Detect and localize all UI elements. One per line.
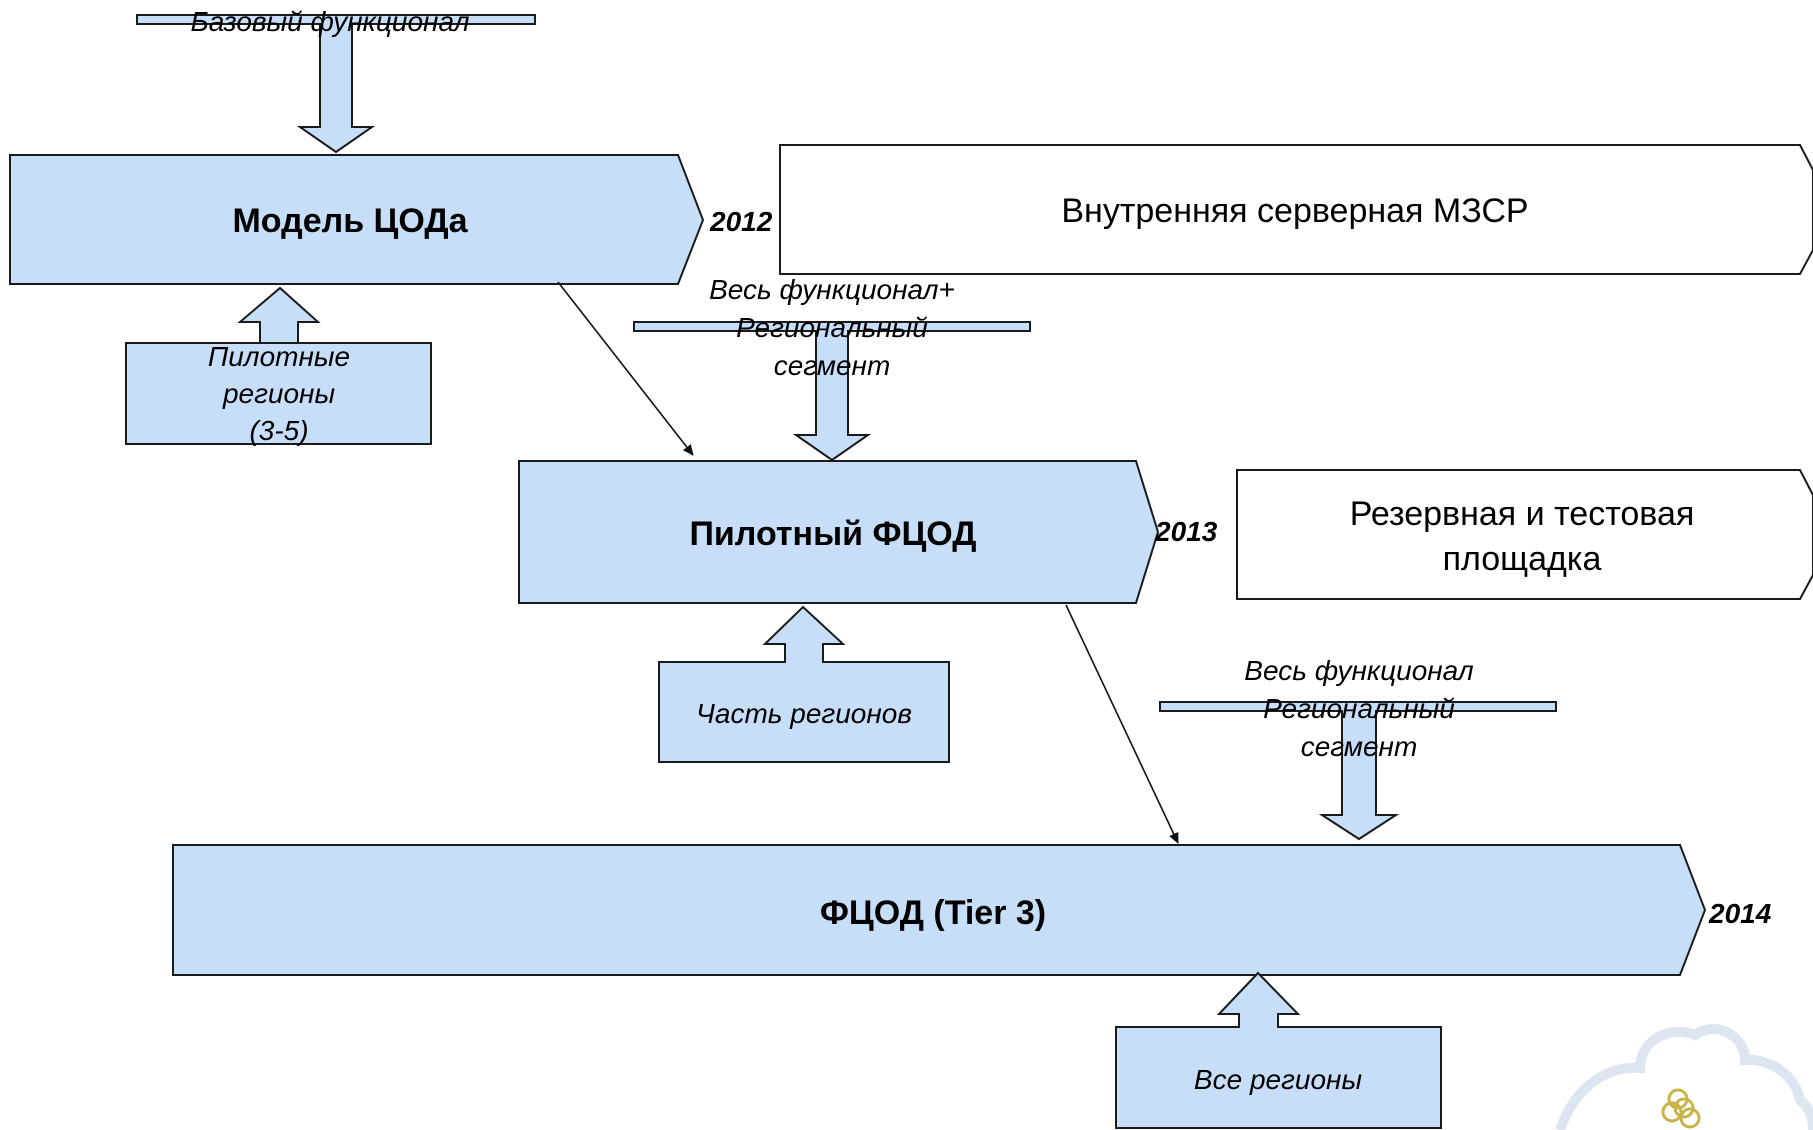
- input-arrow-full-plus: Весь функционал+ Региональный сегмент: [633, 274, 1031, 462]
- year-2012: 2012: [709, 206, 773, 237]
- input-box-all-regions: Все регионы: [1115, 971, 1442, 1129]
- year-2014: 2014: [1708, 898, 1772, 929]
- year-2013: 2013: [1154, 516, 1218, 547]
- side-box-internal-server: Внутренняя серверная МЗСР: [779, 144, 1813, 275]
- full-plus-line3: сегмент: [774, 350, 891, 381]
- stage-pilot-label: Пилотный ФЦОД: [689, 515, 976, 553]
- pilot-regions-line1: Пилотные: [208, 341, 350, 372]
- input-box-pilot-regions: Пилотные регионы (3-5): [125, 286, 432, 446]
- input-box-part-regions: Часть регионов: [658, 605, 950, 763]
- part-regions-label: Часть регионов: [696, 698, 912, 729]
- stage-pilot: Пилотный ФЦОД: [518, 460, 1160, 604]
- stage-model-label: Модель ЦОДа: [232, 202, 468, 240]
- pilot-regions-line3: (3-5): [249, 415, 308, 446]
- logo: [1555, 1024, 1813, 1130]
- full-line1: Весь функционал: [1244, 655, 1474, 686]
- full-line3: сегмент: [1301, 731, 1418, 762]
- internal-server-label: Внутренняя серверная МЗСР: [1061, 192, 1528, 230]
- pilot-regions-line2: регионы: [222, 378, 336, 409]
- side-box-backup: Резервная и тестовая площадка: [1236, 469, 1813, 600]
- stage-fcod-label: ФЦОД (Tier 3): [820, 894, 1046, 932]
- connector-model-to-pilot: [557, 281, 694, 456]
- input-arrow-full: Весь функционал Региональный сегмент: [1159, 655, 1557, 841]
- backup-line1: Резервная и тестовая: [1350, 495, 1695, 533]
- connector-pilot-to-fcod: [1065, 604, 1179, 844]
- full-plus-line2: Региональный: [736, 312, 928, 343]
- full-plus-line1: Весь функционал+: [709, 274, 955, 305]
- backup-line2: площадка: [1443, 540, 1602, 578]
- all-regions-label: Все регионы: [1194, 1064, 1363, 1095]
- stage-fcod: ФЦОД (Tier 3): [172, 844, 1707, 976]
- input-label-basic: Базовый функционал: [190, 6, 469, 37]
- full-line2: Региональный: [1263, 693, 1455, 724]
- stage-model: Модель ЦОДа: [9, 154, 705, 285]
- input-arrow-basic: Базовый функционал: [136, 6, 536, 154]
